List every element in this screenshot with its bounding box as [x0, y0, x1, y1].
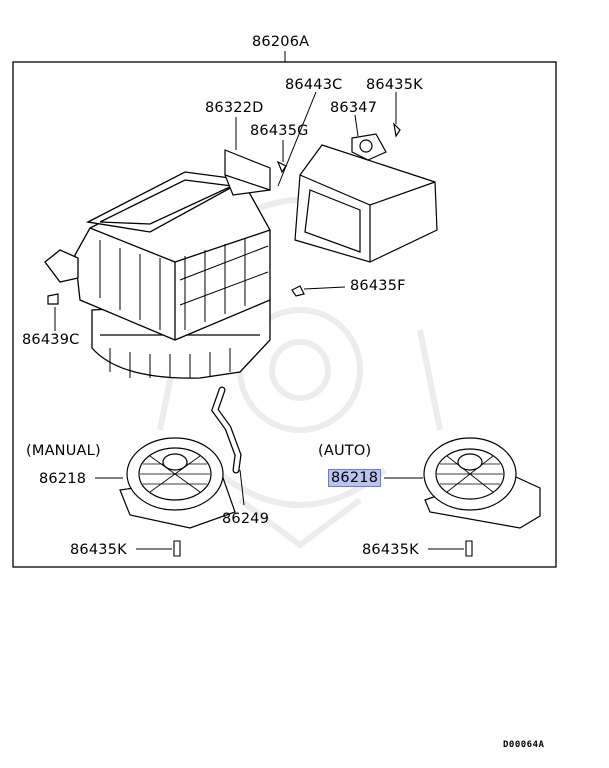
label-86218-manual[interactable]: 86218 — [39, 471, 87, 487]
label-86435f[interactable]: 86435F — [350, 278, 406, 294]
label-86218-auto-highlighted[interactable]: 86218 — [327, 469, 382, 487]
blower-motor-manual — [119, 437, 236, 529]
label-86347[interactable]: 86347 — [330, 100, 378, 116]
actuator-shape — [351, 133, 387, 161]
label-manual: (MANUAL) — [26, 443, 101, 459]
label-assembly[interactable]: 86206A — [252, 34, 310, 50]
label-auto: (AUTO) — [318, 443, 372, 459]
label-86435k-right[interactable]: 86435K — [362, 542, 419, 558]
leader-lines — [54, 91, 464, 550]
label-86435k-top[interactable]: 86435K — [366, 77, 423, 93]
label-86439c[interactable]: 86439C — [22, 332, 80, 348]
label-86322d[interactable]: 86322D — [205, 100, 264, 116]
air-duct — [294, 144, 438, 263]
screw-right-shape — [465, 540, 473, 557]
blower-housing — [44, 171, 271, 379]
label-86443c[interactable]: 86443C — [285, 77, 343, 93]
screw-shapes — [47, 122, 401, 305]
screw-left-shape — [173, 540, 181, 557]
diagram-code: D00064A — [503, 740, 545, 750]
filter-cover-shape — [224, 149, 271, 196]
label-86435g[interactable]: 86435G — [250, 123, 309, 139]
blower-motor-auto — [423, 437, 541, 529]
label-86435k-left[interactable]: 86435K — [70, 542, 127, 558]
label-86249[interactable]: 86249 — [222, 511, 270, 527]
